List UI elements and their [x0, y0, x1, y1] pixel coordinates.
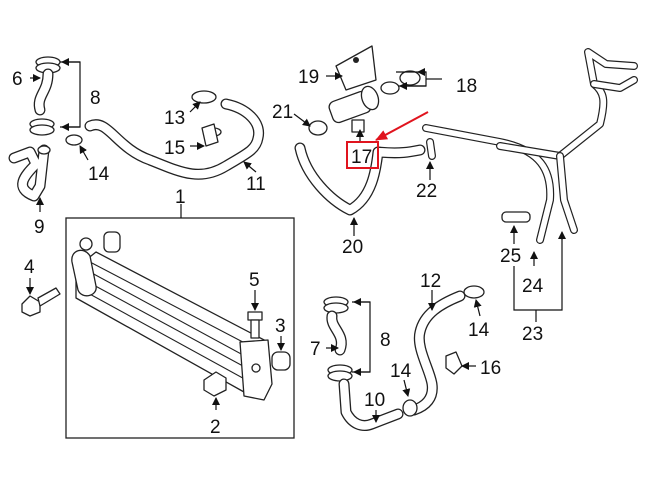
- callout-1: 1: [175, 187, 186, 208]
- coolant-pipes: [422, 48, 638, 244]
- cooler-frame-box: [65, 217, 295, 439]
- leader-lines: [26, 58, 566, 423]
- callout-24: 24: [522, 276, 544, 297]
- callout-20: 20: [342, 237, 363, 258]
- callout-8-top: 8: [90, 88, 101, 109]
- callout-9: 9: [34, 217, 45, 238]
- callout-12: 12: [420, 271, 441, 292]
- callout-6: 6: [12, 69, 23, 90]
- callout-23: 23: [522, 324, 543, 345]
- connector-25: [501, 211, 531, 223]
- callout-22: 22: [416, 181, 437, 202]
- rubber-mount: [271, 351, 291, 371]
- pipe-10: [338, 378, 404, 431]
- callout-13: 13: [164, 108, 185, 129]
- callout-11: 11: [246, 174, 266, 195]
- hose-clamp: [65, 134, 83, 146]
- callout-3: 3: [275, 316, 286, 337]
- callout-10: 10: [364, 390, 385, 411]
- callout-16: 16: [480, 358, 501, 379]
- pump-clamp: [380, 81, 400, 95]
- hose-11: [65, 90, 265, 180]
- pipe-22: [426, 138, 436, 160]
- callout-18: 18: [456, 76, 477, 97]
- callout-19: 19: [298, 67, 319, 88]
- hose-assembly-7: [323, 296, 353, 382]
- callout-25: 25: [500, 246, 521, 267]
- highlight-box-17: [346, 141, 379, 169]
- pump-bracket: [335, 45, 377, 91]
- hose-20: [294, 142, 426, 216]
- clip-15: [201, 123, 219, 147]
- callout-7: 7: [310, 339, 321, 360]
- hose-clamp: [402, 399, 418, 417]
- nut: [203, 371, 227, 397]
- mount-bushing: [79, 237, 93, 251]
- rubber-mount-top: [103, 231, 121, 253]
- callout-14-left: 14: [88, 164, 110, 185]
- callout-14-right: 14: [468, 320, 490, 341]
- pump-clamp: [399, 70, 421, 86]
- bolt-4: [21, 287, 61, 317]
- callout-2: 2: [210, 417, 221, 438]
- pipe-9: [8, 144, 51, 202]
- callout-labels: 1 2 3 4 5 6 7 8 8 9 10 11 12 13 14 14 14…: [12, 67, 544, 438]
- auxiliary-pump: [308, 45, 421, 136]
- hose-clamp: [191, 90, 217, 104]
- callout-21: 21: [272, 102, 293, 123]
- callout-8-bottom: 8: [380, 330, 391, 351]
- callout-4: 4: [24, 257, 35, 278]
- callout-17: 17: [351, 147, 372, 168]
- cooler-end-bracket-left: [71, 249, 97, 297]
- hose-clamp: [463, 285, 485, 299]
- callout-15: 15: [164, 138, 185, 159]
- hose-12: [402, 285, 485, 417]
- callout-14-bottom: 14: [390, 361, 412, 382]
- hose-assembly-6: [29, 56, 61, 136]
- callout-5: 5: [249, 270, 260, 291]
- bolt-hole: [251, 363, 261, 373]
- cooler-body: [75, 251, 269, 393]
- bolt-shank: [250, 319, 260, 339]
- clip-16: [445, 351, 463, 375]
- bolt-head: [247, 311, 263, 321]
- cooler-assembly: [65, 217, 295, 439]
- hose-clamp: [308, 120, 328, 136]
